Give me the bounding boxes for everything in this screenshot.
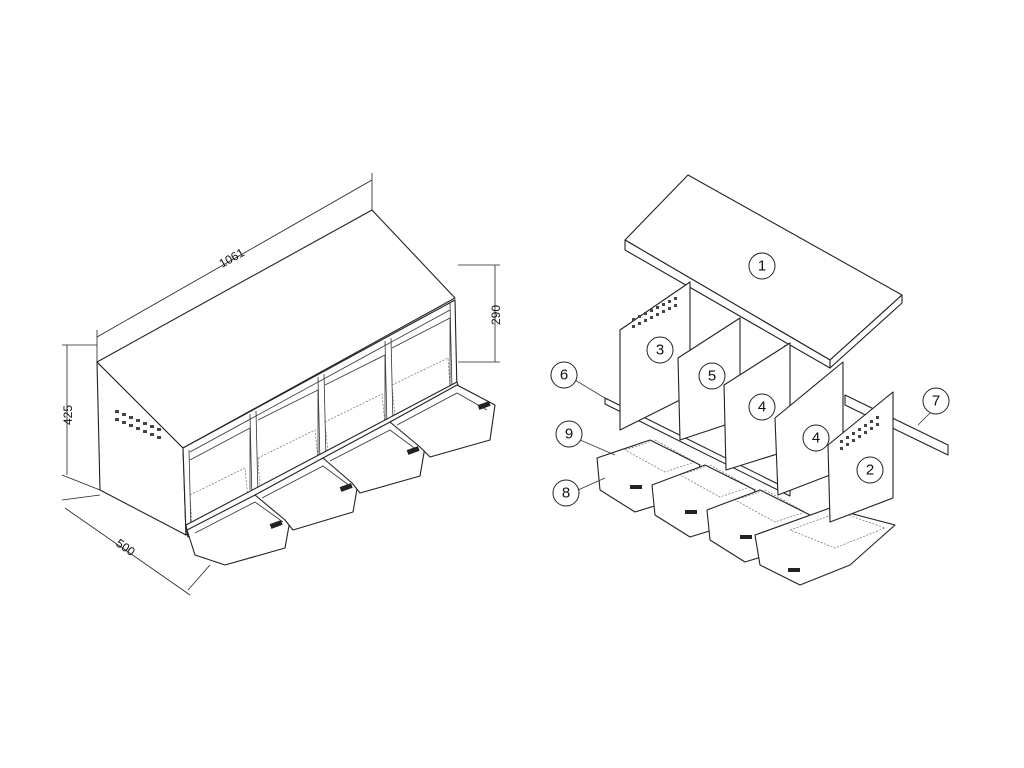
svg-text:4: 4 — [758, 399, 766, 416]
panel-vent-holes — [632, 297, 879, 450]
trays — [186, 384, 496, 566]
callout-6: 6 — [550, 361, 578, 389]
callout-4a: 4 — [748, 393, 776, 421]
svg-text:8: 8 — [562, 485, 570, 502]
vent-holes — [115, 410, 161, 439]
assembled-nest-box: 1061 425 290 500 — [61, 173, 503, 596]
dimension-height: 425 — [61, 405, 75, 425]
dimension-depth: 500 — [113, 536, 138, 559]
callout-4b: 4 — [802, 424, 830, 452]
svg-text:6: 6 — [560, 367, 568, 384]
callout-5: 5 — [698, 362, 726, 390]
callout-2: 2 — [856, 456, 884, 484]
svg-text:3: 3 — [656, 342, 664, 359]
callout-9: 9 — [555, 420, 583, 448]
roof — [96, 209, 456, 449]
exploded-nest-box: 1 2 3 4 4 5 6 7 8 9 — [550, 174, 950, 586]
callout-8: 8 — [552, 479, 580, 507]
callout-7: 7 — [922, 387, 950, 415]
callout-1: 1 — [748, 252, 776, 280]
svg-text:5: 5 — [708, 368, 716, 385]
dimension-front-height: 290 — [489, 305, 503, 325]
dimension-length: 1061 — [217, 245, 247, 270]
svg-text:9: 9 — [565, 426, 573, 443]
trays-part-8 — [596, 439, 896, 586]
svg-text:4: 4 — [812, 430, 820, 447]
svg-text:2: 2 — [866, 462, 874, 479]
svg-text:1: 1 — [758, 258, 766, 275]
callout-3: 3 — [646, 336, 674, 364]
dimension-lines — [61, 173, 500, 596]
svg-text:7: 7 — [932, 393, 940, 410]
